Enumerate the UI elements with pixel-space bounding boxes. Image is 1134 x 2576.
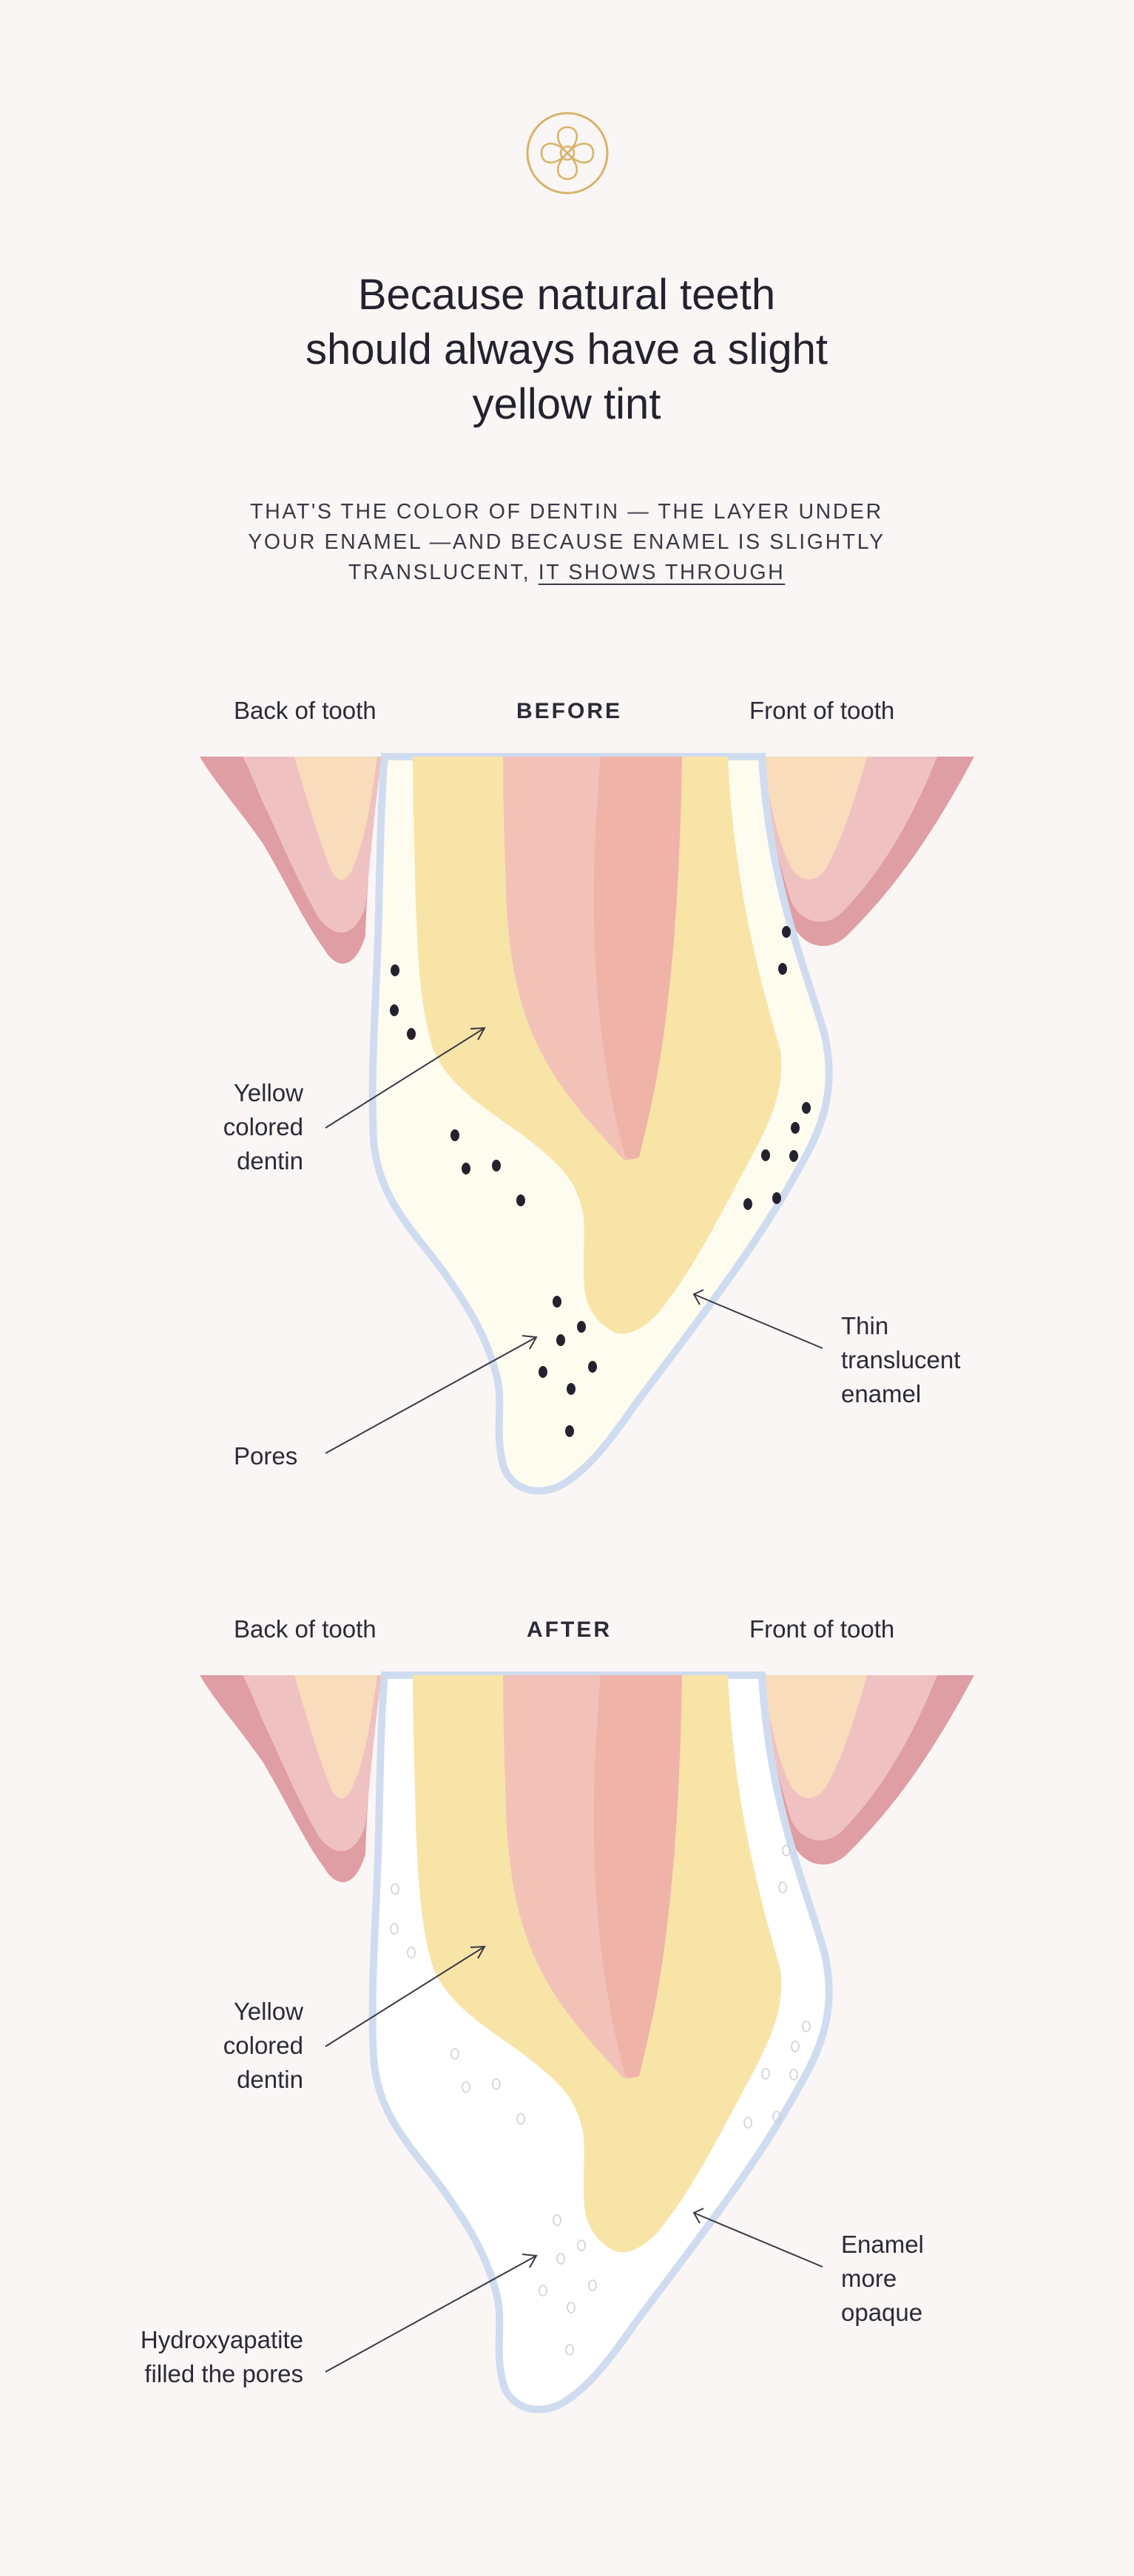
pores <box>390 926 811 1437</box>
after-front-of-tooth-label: Front of tooth <box>749 1615 895 1643</box>
headline-line: yellow tint <box>472 380 661 428</box>
pointer-lines <box>325 1945 823 2373</box>
headline: Because natural teeth should always have… <box>197 268 936 432</box>
after-pores-label: Hydroxyapatite filled the pores <box>81 2323 303 2391</box>
pointer-lines <box>325 1027 823 1454</box>
flower-logo-icon <box>526 112 609 195</box>
subheadline-line: THAT'S THE COLOR OF DENTIN — THE LAYER U… <box>250 500 883 524</box>
gum-left <box>200 1675 382 1882</box>
label-line: Yellow <box>233 1079 303 1106</box>
subheadline-line: TRANSLUCENT, <box>348 561 539 584</box>
label-line: more <box>841 2265 897 2292</box>
after-dentin-label: Yellow colored dentin <box>148 1995 303 2097</box>
before-enamel-label: Thin translucent enamel <box>841 1309 960 1411</box>
before-back-of-tooth-label: Back of tooth <box>234 697 377 724</box>
label-line: filled the pores <box>144 2360 303 2387</box>
headline-line: Because natural teeth <box>357 271 776 319</box>
subheadline-link[interactable]: IT SHOWS THROUGH <box>538 561 786 584</box>
label-line: opaque <box>841 2299 923 2326</box>
label-line: dentin <box>237 2066 303 2093</box>
label-line: translucent <box>841 1346 961 1373</box>
subheadline-line: YOUR ENAMEL —AND BECAUSE ENAMEL IS SLIGH… <box>248 530 885 554</box>
label-line: colored <box>223 2032 303 2059</box>
label-line: Yellow <box>233 1998 303 2025</box>
label-line: enamel <box>841 1380 922 1407</box>
label-line: Thin <box>841 1312 889 1339</box>
before-pores-label: Pores <box>234 1439 297 1473</box>
headline-line: should always have a slight <box>305 325 828 373</box>
before-tooth-diagram <box>200 0 974 1553</box>
subheadline: THAT'S THE COLOR OF DENTIN — THE LAYER U… <box>197 497 936 588</box>
after-title: AFTER <box>527 1617 612 1642</box>
label-line: Hydroxyapatite <box>140 2326 303 2353</box>
label-line: colored <box>223 1113 303 1140</box>
after-enamel-label: Enamel more opaque <box>841 2228 924 2330</box>
label-line: Pores <box>234 1442 298 1470</box>
label-line: dentin <box>237 1147 303 1174</box>
before-title: BEFORE <box>516 699 623 723</box>
filled-pores <box>390 1845 811 2356</box>
label-line: Enamel <box>841 2231 924 2258</box>
before-dentin-label: Yellow colored dentin <box>148 1076 303 1178</box>
before-front-of-tooth-label: Front of tooth <box>749 697 895 724</box>
after-back-of-tooth-label: Back of tooth <box>234 1615 377 1643</box>
